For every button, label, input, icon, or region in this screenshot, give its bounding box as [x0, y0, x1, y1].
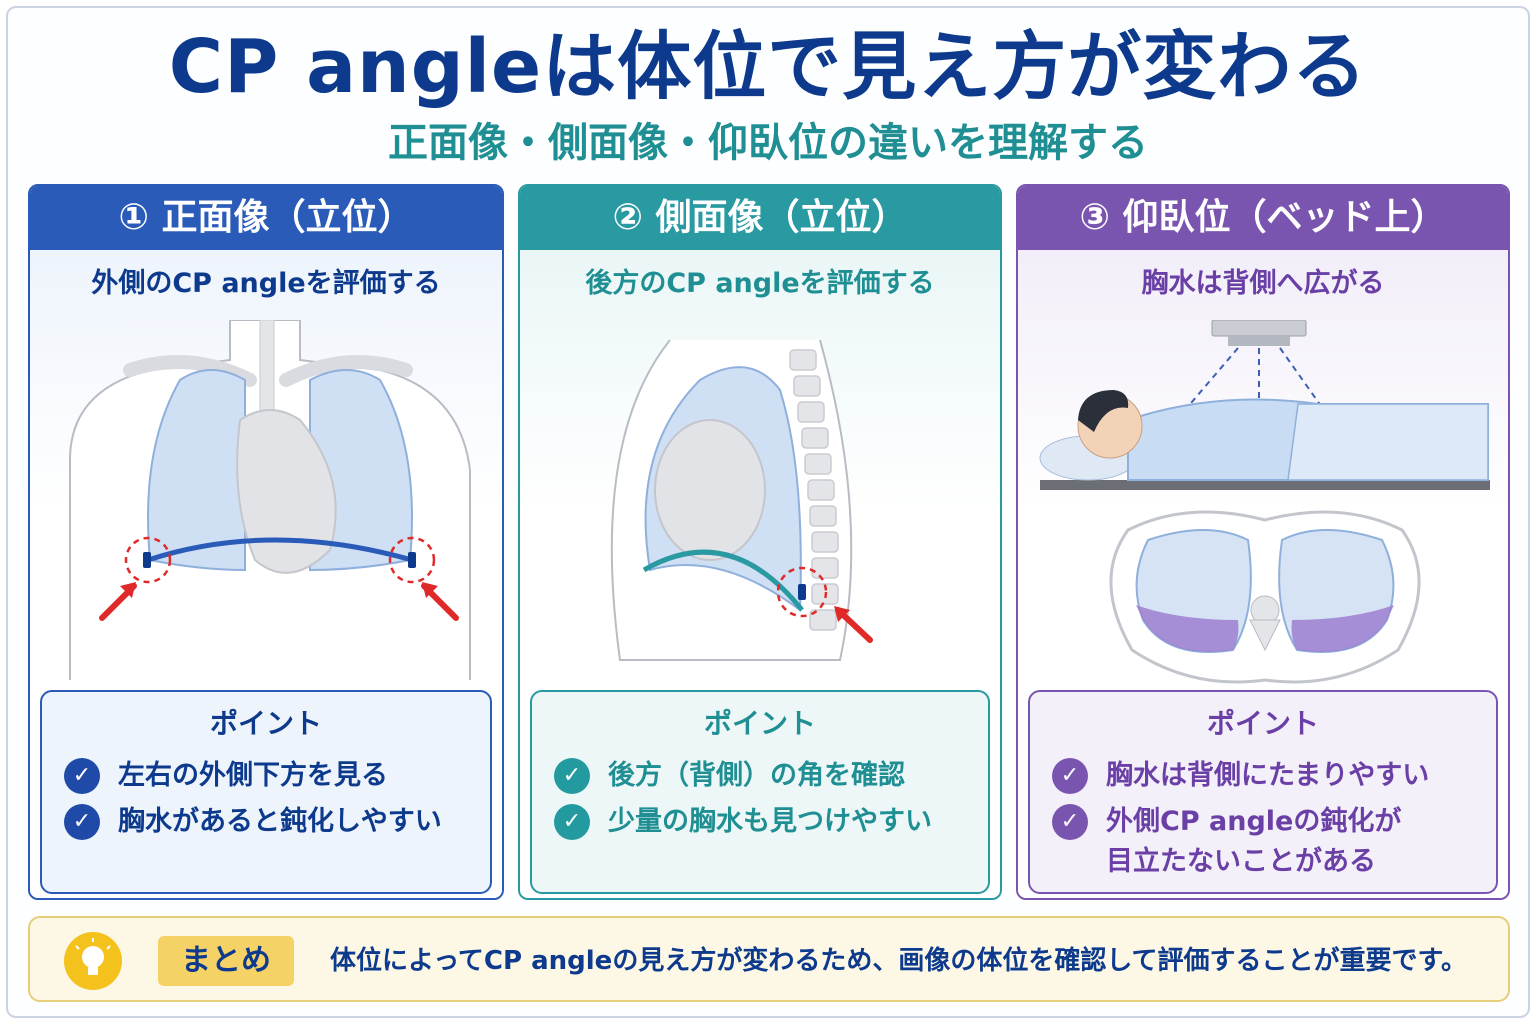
point-box-lateral: ポイント ✓ 後方（背側）の角を確認 ✓ 少量の胸水も見つけやすい: [530, 690, 990, 894]
summary-label: まとめ: [158, 936, 294, 986]
lightbulb-icon: [64, 932, 122, 990]
panel-frontal: ① 正面像（立位） 外側のCP angleを評価する: [28, 184, 504, 900]
point-text-continued: 目立たないことがある: [1106, 846, 1376, 877]
check-icon: ✓: [64, 804, 100, 840]
check-icon: ✓: [1052, 758, 1088, 794]
panel-supine-subheader: 胸水は背側へ広がる: [1141, 268, 1385, 299]
panel-supine-body: 胸水は背側へ広がる: [1018, 250, 1508, 898]
panel-supine-header: ③ 仰臥位（ベッド上）: [1018, 186, 1508, 250]
panel-lateral-subheader: 後方のCP angleを評価する: [585, 268, 935, 299]
point-item: ✓ 胸水があると鈍化しやすい: [64, 802, 442, 842]
point-box-frontal: ポイント ✓ 左右の外側下方を見る ✓ 胸水があると鈍化しやすい: [40, 690, 492, 894]
point-text: 胸水があると鈍化しやすい: [118, 806, 442, 837]
panel-lateral-body: 後方のCP angleを評価する: [520, 250, 1000, 898]
page-subtitle: 正面像・側面像・仰臥位の違いを理解する: [388, 120, 1148, 166]
point-title: ポイント: [703, 707, 816, 740]
point-text: 後方（背側）の角を確認: [608, 760, 905, 791]
check-icon: ✓: [554, 758, 590, 794]
summary-text: 体位によってCP angleの見え方が変わるため、画像の体位を確認して評価するこ…: [330, 946, 1467, 976]
summary-bar: まとめ 体位によってCP angleの見え方が変わるため、画像の体位を確認して評…: [28, 916, 1510, 1002]
point-text: 外側CP angleの鈍化が: [1106, 806, 1402, 837]
panel-lateral: ② 側面像（立位） 後方のCP angleを評価する: [518, 184, 1002, 900]
check-icon: ✓: [1052, 804, 1088, 840]
point-text: 少量の胸水も見つけやすい: [608, 806, 932, 837]
panel-frontal-subheader: 外側のCP angleを評価する: [91, 268, 441, 299]
point-item: ✓ 後方（背側）の角を確認: [554, 756, 905, 796]
supine-patient-illustration: [1039, 320, 1490, 684]
page-title: CP angleは体位で見え方が変わる: [168, 24, 1368, 110]
check-icon: ✓: [554, 804, 590, 840]
point-item: ✓ 少量の胸水も見つけやすい: [554, 802, 932, 842]
panel-frontal-body: 外側のCP angleを評価する: [30, 250, 502, 898]
frontal-chest-illustration: [69, 320, 471, 680]
point-title: ポイント: [209, 707, 322, 740]
point-item: ✓ 胸水は背側にたまりやすい: [1052, 756, 1429, 796]
lateral-chest-illustration: [610, 339, 873, 661]
point-box-supine: ポイント ✓ 胸水は背側にたまりやすい ✓ 外側CP angleの鈍化が 目立た…: [1028, 690, 1498, 894]
point-text: 胸水は背側にたまりやすい: [1106, 760, 1430, 791]
check-icon: ✓: [64, 758, 100, 794]
point-item: ✓ 左右の外側下方を見る: [64, 756, 388, 796]
point-text: 左右の外側下方を見る: [118, 760, 388, 791]
panel-supine: ③ 仰臥位（ベッド上） 胸水は背側へ広がる: [1016, 184, 1510, 900]
panel-lateral-header: ② 側面像（立位）: [520, 186, 1000, 250]
point-item: ✓ 外側CP angleの鈍化が: [1052, 802, 1401, 842]
point-title: ポイント: [1206, 707, 1319, 740]
panel-frontal-header: ① 正面像（立位）: [30, 186, 502, 250]
